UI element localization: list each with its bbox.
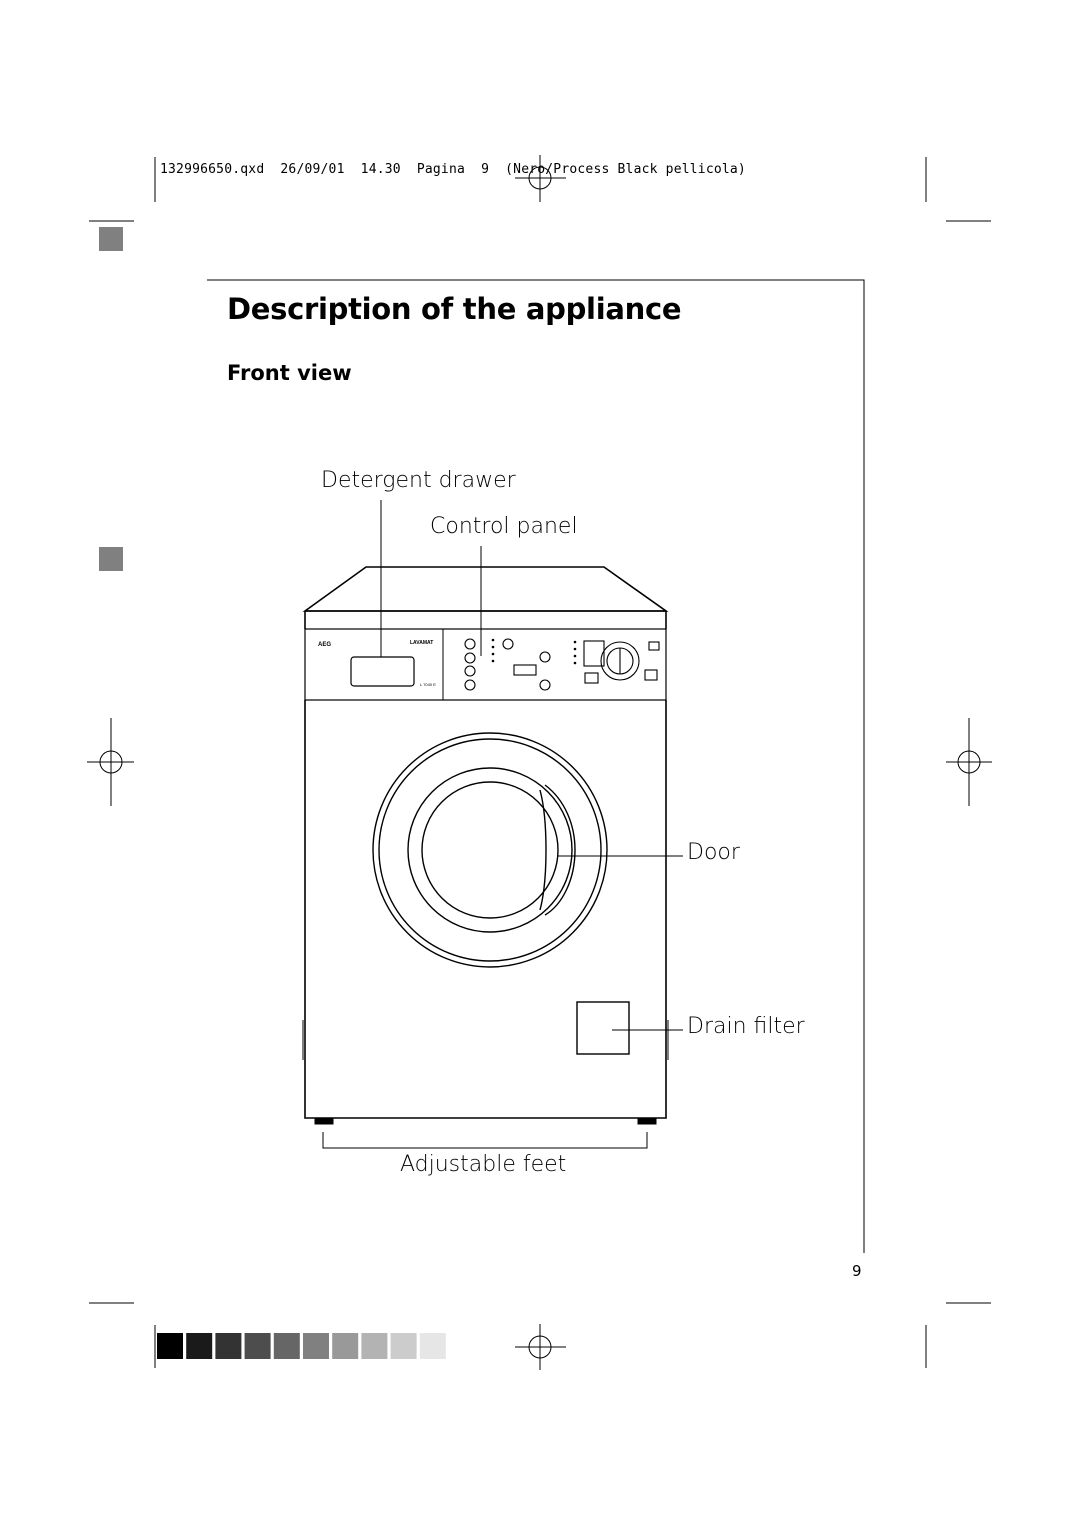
registration-mark-right bbox=[946, 718, 992, 806]
label-adjustable-feet: Adjustable feet bbox=[400, 1152, 567, 1177]
color-swatch bbox=[244, 1333, 271, 1359]
label-drain-filter: Drain filter bbox=[687, 1014, 805, 1039]
machine-brand: AEG bbox=[318, 642, 331, 648]
side-marker-top bbox=[99, 227, 123, 251]
label-detergent-drawer: Detergent drawer bbox=[321, 468, 516, 493]
program-buttons bbox=[464, 638, 551, 691]
program-dial bbox=[583, 640, 660, 684]
crop-marks-bottom bbox=[89, 1302, 991, 1368]
cabinet-body bbox=[304, 700, 667, 1119]
side-marker-middle bbox=[99, 547, 123, 571]
machine-model-line: LAVAMAT bbox=[410, 640, 433, 646]
registration-mark-top bbox=[515, 155, 566, 202]
detergent-drawer bbox=[350, 656, 415, 687]
color-swatch bbox=[215, 1333, 242, 1359]
page-frame bbox=[207, 279, 865, 1253]
control-strip bbox=[304, 628, 667, 701]
page-title: Description of the appliance bbox=[227, 292, 682, 326]
section-subtitle: Front view bbox=[227, 361, 352, 385]
color-swatch bbox=[273, 1333, 300, 1359]
color-swatch bbox=[303, 1333, 329, 1359]
color-swatch bbox=[186, 1333, 213, 1359]
label-control-panel: Control panel bbox=[430, 514, 578, 539]
color-swatch bbox=[390, 1333, 417, 1359]
print-slug: 132996650.qxd 26/09/01 14.30 Pagina 9 (N… bbox=[160, 162, 746, 177]
registration-mark-left bbox=[87, 718, 134, 806]
door bbox=[372, 732, 608, 968]
leader-lines bbox=[322, 500, 683, 1149]
color-swatch bbox=[361, 1333, 388, 1359]
machine-top bbox=[302, 566, 669, 612]
color-swatch bbox=[157, 1333, 183, 1359]
crop-marks-top bbox=[89, 157, 991, 222]
color-swatch bbox=[419, 1333, 446, 1359]
indicator-lights bbox=[491, 638, 577, 665]
label-door: Door bbox=[687, 840, 740, 865]
machine-model-number: L 7040 E bbox=[420, 682, 436, 687]
registration-mark-bottom bbox=[515, 1324, 566, 1370]
foot-left bbox=[314, 1117, 334, 1125]
foot-right bbox=[637, 1117, 657, 1125]
color-bar bbox=[157, 1333, 446, 1359]
drain-filter-cover bbox=[576, 1001, 630, 1055]
color-swatch bbox=[332, 1333, 359, 1359]
page-number: 9 bbox=[852, 1262, 862, 1280]
